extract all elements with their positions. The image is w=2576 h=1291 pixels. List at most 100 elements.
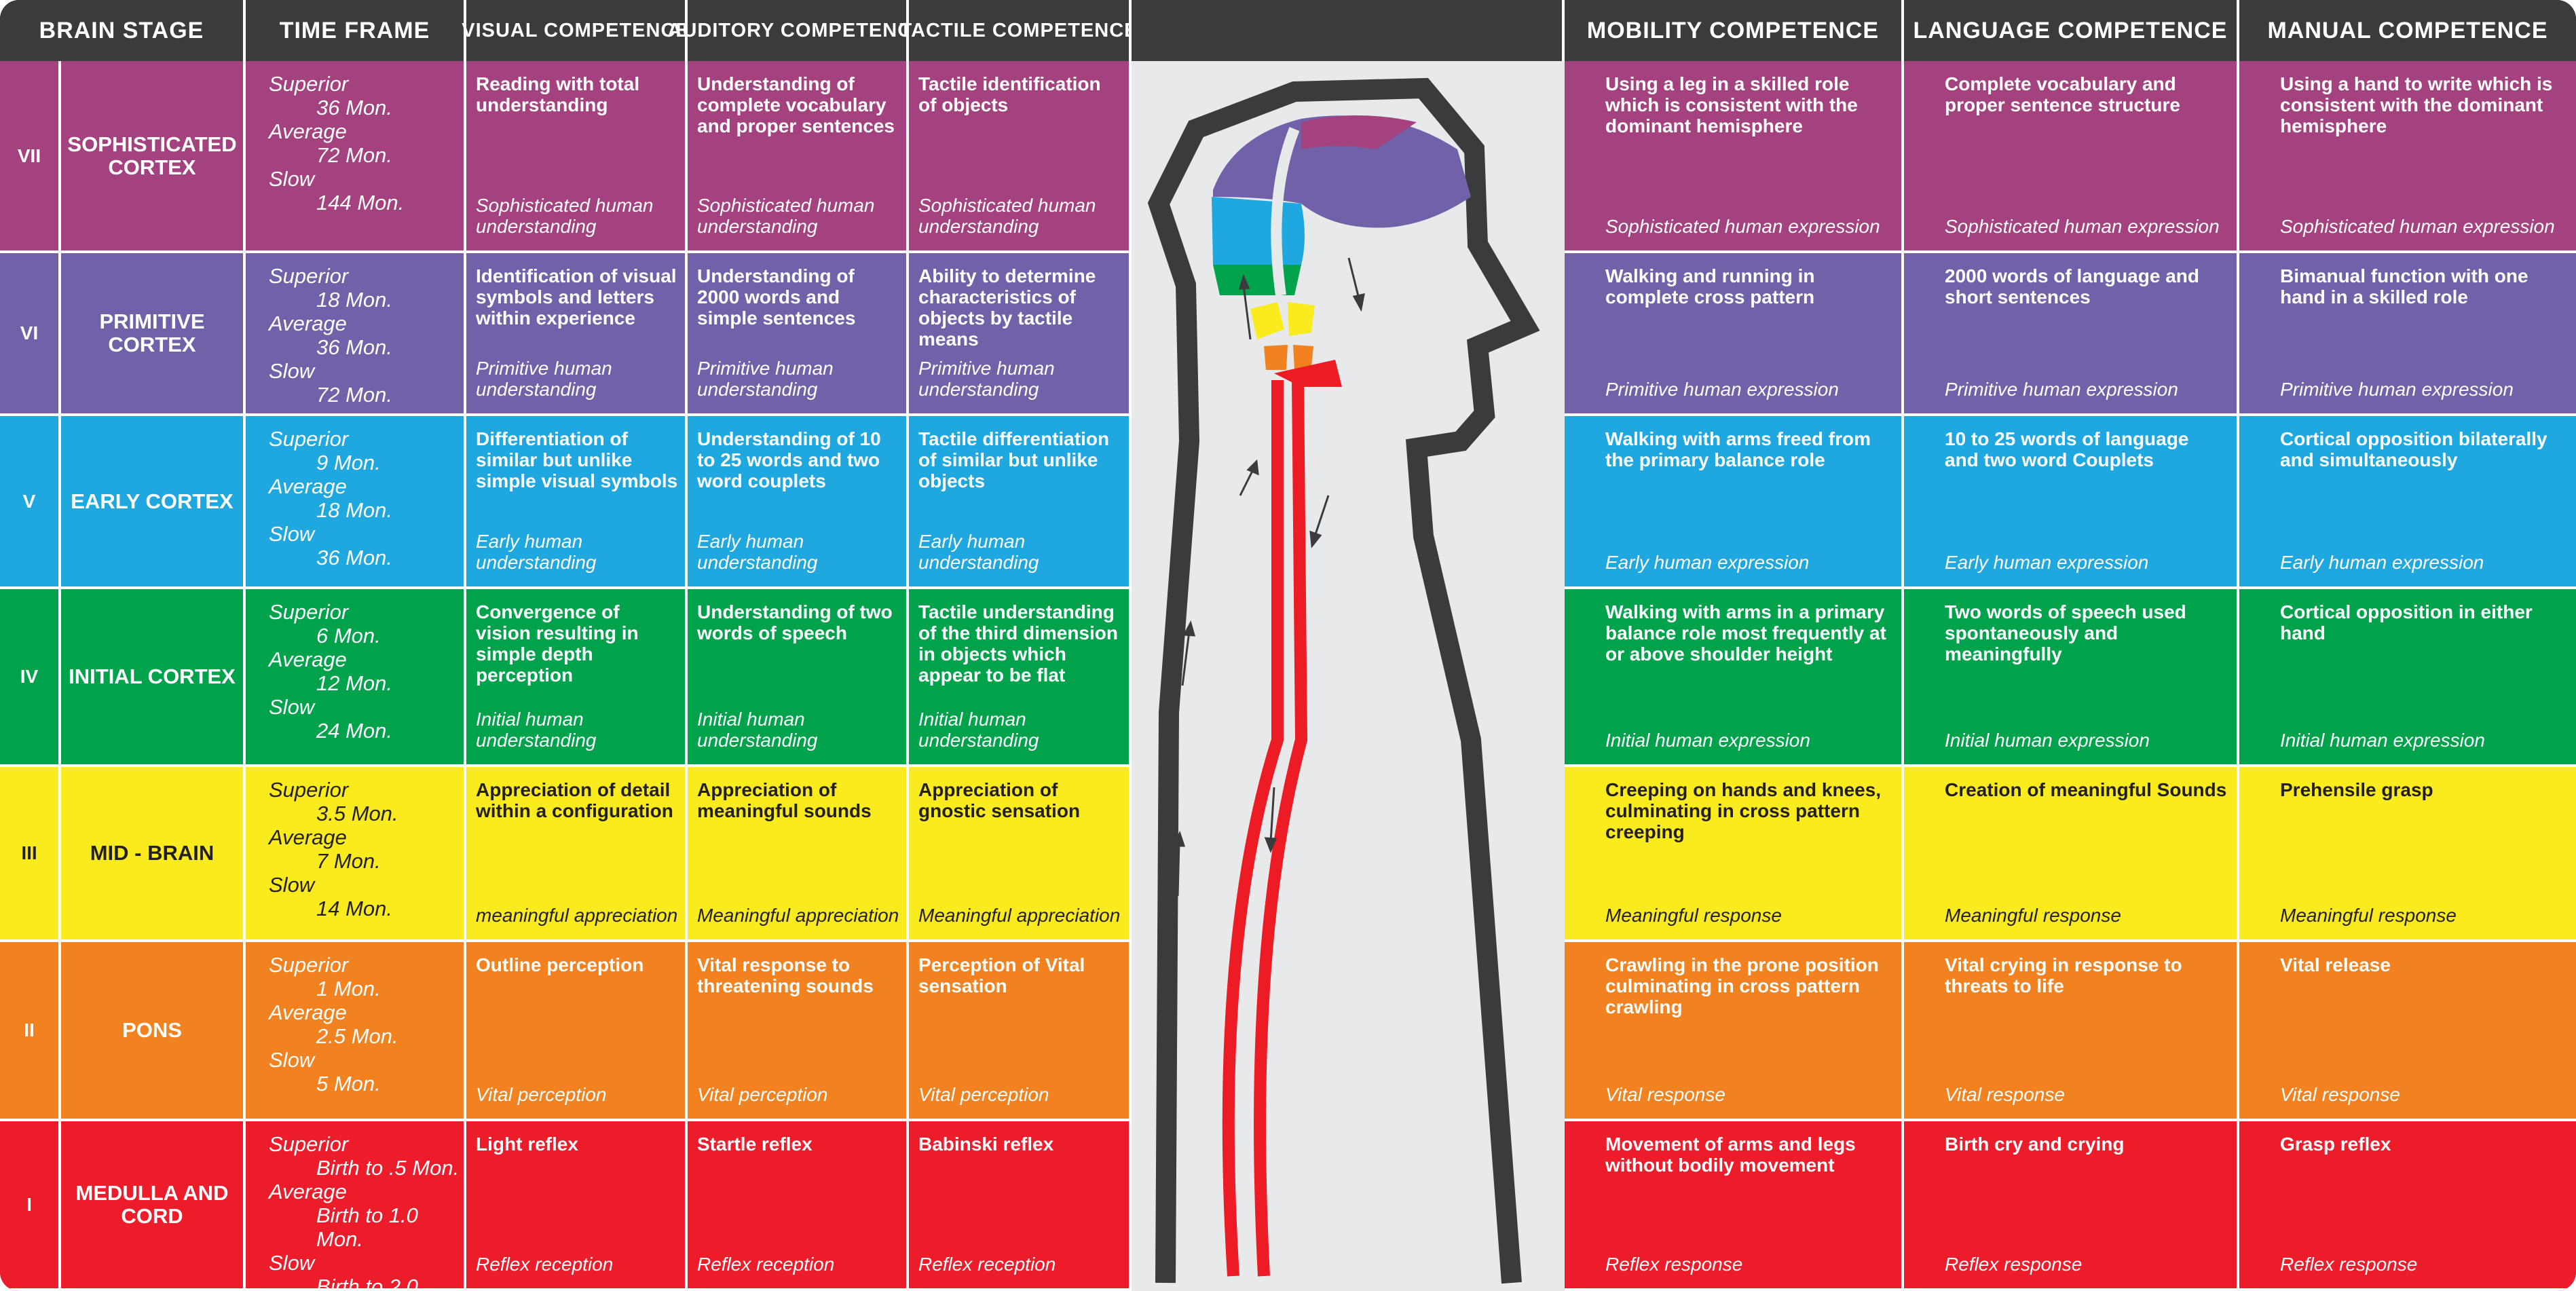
language-competence-text: 10 to 25 words of language and two word … <box>1945 428 2189 470</box>
roman-numeral: IV <box>0 589 61 767</box>
pons-orange-2 <box>1293 345 1313 370</box>
language-competence-text: Vital crying in response to threats to l… <box>1945 954 2182 996</box>
language-competence-category: Primitive human expression <box>1945 379 2178 400</box>
language-competence-text: Two words of speech used spontaneously a… <box>1945 601 2186 665</box>
manual-competence-text: Prehensile grasp <box>2280 779 2433 800</box>
brain-stage-name: SOPHISTICATED CORTEX <box>61 61 246 253</box>
brain-divider <box>1271 127 1300 297</box>
visual-competence-category: Vital perception <box>476 1084 607 1105</box>
brain-stage-name: PRIMITIVE CORTEX <box>61 253 246 416</box>
brain-green <box>1213 265 1301 295</box>
time-frame-label: Superior <box>269 264 349 288</box>
time-frame-label: Average <box>269 474 347 498</box>
time-frame-value: 72 Mon. <box>316 143 393 167</box>
mobility-competence-cell: Using a leg in a skilled role which is c… <box>1565 61 1904 253</box>
auditory-competence-category: Initial human understanding <box>697 709 818 751</box>
manual-competence-category: Reflex response <box>2280 1254 2418 1275</box>
mobility-competence-category: Vital response <box>1605 1084 1725 1105</box>
manual-competence-category: Initial human expression <box>2280 730 2485 751</box>
time-frame-label: Average <box>269 825 347 849</box>
language-competence-text: 2000 words of language and short sentenc… <box>1945 265 2199 307</box>
header-figure-blank <box>1132 0 1565 61</box>
time-frame-value: 144 Mon. <box>316 191 405 214</box>
time-frame-label: Superior <box>269 1132 349 1156</box>
tactile-competence-cell: Ability to determine characteristics of … <box>909 253 1132 416</box>
brain-blue <box>1212 197 1305 265</box>
language-competence-cell: Vital crying in response to threats to l… <box>1904 942 2239 1121</box>
body-outline <box>1147 77 1540 1284</box>
tactile-competence-category: Early human understanding <box>918 531 1039 573</box>
spinal-cord-right <box>1254 379 1308 1277</box>
visual-competence-category: Reflex reception <box>476 1254 614 1275</box>
visual-competence-category: Primitive human understanding <box>476 358 612 400</box>
visual-competence-cell: Identification of visual symbols and let… <box>466 253 688 416</box>
visual-competence-text: Convergence of vision resulting in simpl… <box>476 601 639 686</box>
ascending-arrows <box>1172 274 1259 897</box>
roman-numeral: III <box>0 767 61 942</box>
mobility-competence-category: Early human expression <box>1605 552 1810 573</box>
auditory-competence-category: Sophisticated human understanding <box>697 195 875 237</box>
manual-competence-category: Sophisticated human expression <box>2280 216 2555 237</box>
language-competence-cell: Complete vocabulary and proper sentence … <box>1904 61 2239 253</box>
tactile-competence-text: Tactile differentiation of similar but u… <box>918 428 1110 491</box>
manual-competence-text: Cortical opposition in either hand <box>2280 601 2533 643</box>
auditory-competence-text: Understanding of 10 to 25 words and two … <box>697 428 881 491</box>
pons-orange <box>1264 345 1288 370</box>
auditory-competence-text: Understanding of complete vocabulary and… <box>697 73 895 136</box>
header-language: LANGUAGE COMPETENCE <box>1904 0 2239 61</box>
mobility-competence-cell: Movement of arms and legs without bodily… <box>1565 1121 1904 1291</box>
language-competence-cell: 2000 words of language and short sentenc… <box>1904 253 2239 416</box>
language-competence-category: Initial human expression <box>1945 730 2150 751</box>
manual-competence-cell: Using a hand to write which is consisten… <box>2239 61 2576 253</box>
mobility-competence-text: Walking and running in complete cross pa… <box>1605 265 1815 307</box>
brain-stage-name: INITIAL CORTEX <box>61 589 246 767</box>
header-manual: MANUAL COMPETENCE <box>2239 0 2576 61</box>
auditory-competence-text: Understanding of two words of speech <box>697 601 893 643</box>
header-tactile: TACTILE COMPETENCE <box>900 0 1137 61</box>
brain-stage-name: PONS <box>61 942 246 1121</box>
mobility-competence-text: Creeping on hands and knees, culminating… <box>1605 779 1882 842</box>
language-competence-cell: Two words of speech used spontaneously a… <box>1904 589 2239 767</box>
roman-numeral: V <box>0 416 61 589</box>
manual-competence-text: Vital release <box>2280 954 2391 975</box>
language-competence-category: Sophisticated human expression <box>1945 216 2220 237</box>
time-frame-value: 72 Mon. <box>316 383 393 407</box>
time-frame-value: 9 Mon. <box>316 451 381 474</box>
tactile-competence-cell: Tactile understanding of the third dimen… <box>909 589 1132 767</box>
time-frame-label: Average <box>269 312 347 335</box>
brain-magenta <box>1301 115 1417 149</box>
mobility-competence-text: Movement of arms and legs without bodily… <box>1605 1134 1856 1176</box>
visual-competence-category: Early human understanding <box>476 531 597 573</box>
manual-competence-category: Primitive human expression <box>2280 379 2514 400</box>
auditory-competence-text: Startle reflex <box>697 1134 813 1155</box>
auditory-competence-text: Understanding of 2000 words and simple s… <box>697 265 856 329</box>
auditory-competence-category: Meaningful appreciation <box>697 905 899 926</box>
header-mobility: MOBILITY COMPETENCE <box>1565 0 1904 61</box>
tactile-competence-text: Babinski reflex <box>918 1134 1054 1155</box>
mobility-competence-category: Meaningful response <box>1605 905 1782 926</box>
manual-competence-category: Early human expression <box>2280 552 2484 573</box>
visual-competence-text: Appreciation of detail within a configur… <box>476 779 673 821</box>
spinal-cord-left <box>1222 380 1284 1277</box>
time-frame-label: Superior <box>269 953 349 977</box>
time-frame-value: 2.5 Mon. <box>316 1024 398 1048</box>
mobility-competence-category: Primitive human expression <box>1605 379 1839 400</box>
visual-competence-category: Initial human understanding <box>476 709 597 751</box>
mobility-competence-cell: Walking and running in complete cross pa… <box>1565 253 1904 416</box>
auditory-competence-cell: Understanding of 2000 words and simple s… <box>688 253 909 416</box>
time-frame-label: Average <box>269 119 347 143</box>
roman-numeral: VI <box>0 253 61 416</box>
mobility-competence-text: Using a leg in a skilled role which is c… <box>1605 73 1858 136</box>
time-frame-label: Superior <box>269 600 349 624</box>
